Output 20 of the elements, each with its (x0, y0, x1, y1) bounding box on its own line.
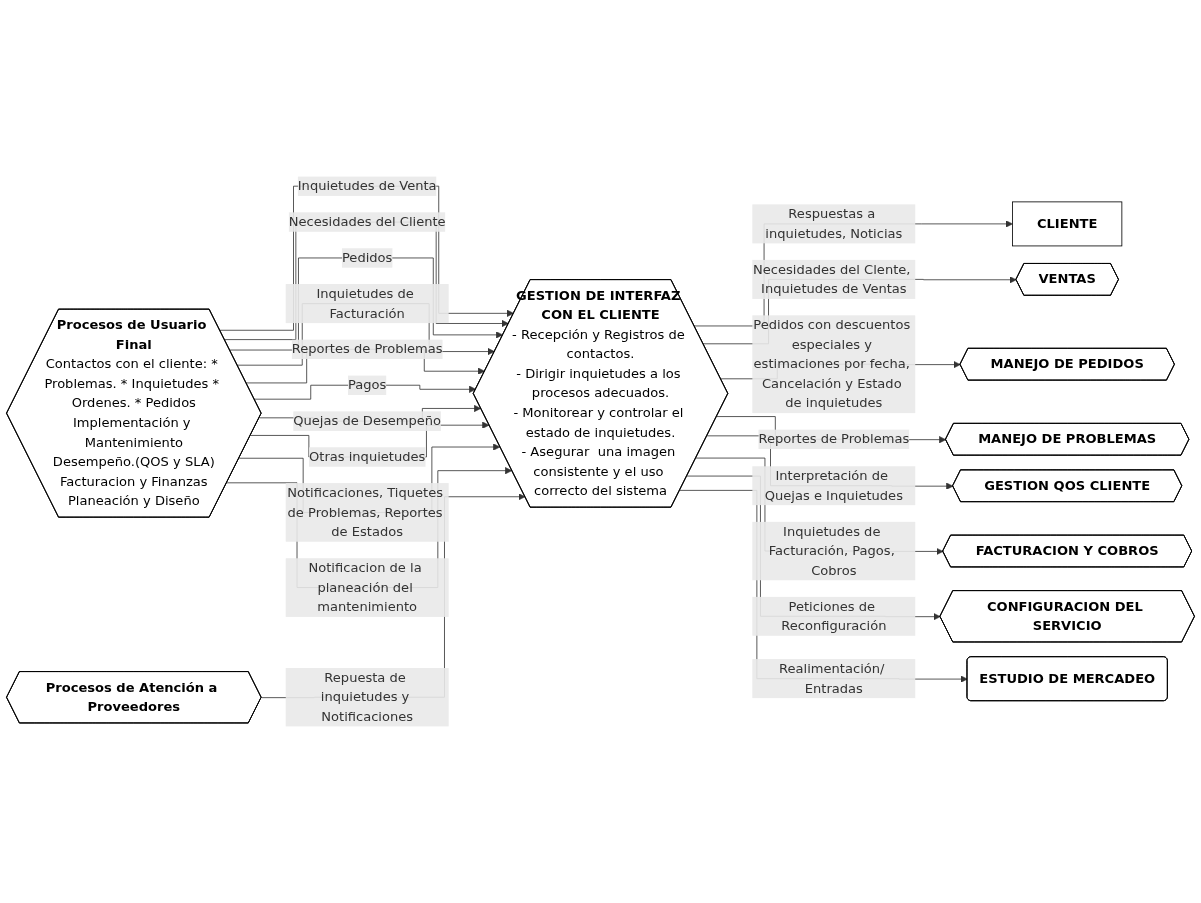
edge-label: Necesidades del Cliente (288, 213, 446, 230)
edge-label: Reportes de Problemas (291, 341, 443, 357)
edge-label: Respuestas a inquietudes, Noticias (765, 205, 903, 242)
edge-label: Necesidades del Clente, Inquietudes de Ventas (753, 261, 911, 297)
node-box: CLIENTE (1012, 201, 1123, 247)
edge-label: Inquietudes de Facturación (316, 285, 414, 321)
edge-label: Peticiones de Reconfiguración (781, 598, 887, 634)
edge-label: Pedidos (341, 249, 393, 266)
edge-label: Pagos (347, 377, 387, 393)
edge-label: Repuesta de inquietudes y Notificaciones (320, 669, 414, 725)
edge-label: Realimentación/ Entradas (779, 660, 885, 696)
edge-label: Inquietudes de Venta (297, 178, 437, 194)
edge-label: Inquietudes de Facturación, Pagos, Cobros (768, 523, 895, 578)
edge-label: Notificacion de la planeación del mantenimiento (308, 559, 422, 615)
edge-label: Interpretación de Quejas e Inquietudes (764, 467, 903, 503)
edge-label: Notificaciones, Tiquetes de Problemas, Reportes de Estados (287, 484, 443, 540)
edge-label: Otras inquietudes (309, 448, 426, 465)
edge-label: Reportes de Problemas (758, 431, 910, 447)
edge-label: Pedidos con descuentos especiales y estimaciones por fecha, Cancelación y Estado de inquietudes (753, 316, 911, 411)
edge-label: Quejas de Desempeño (293, 412, 442, 429)
